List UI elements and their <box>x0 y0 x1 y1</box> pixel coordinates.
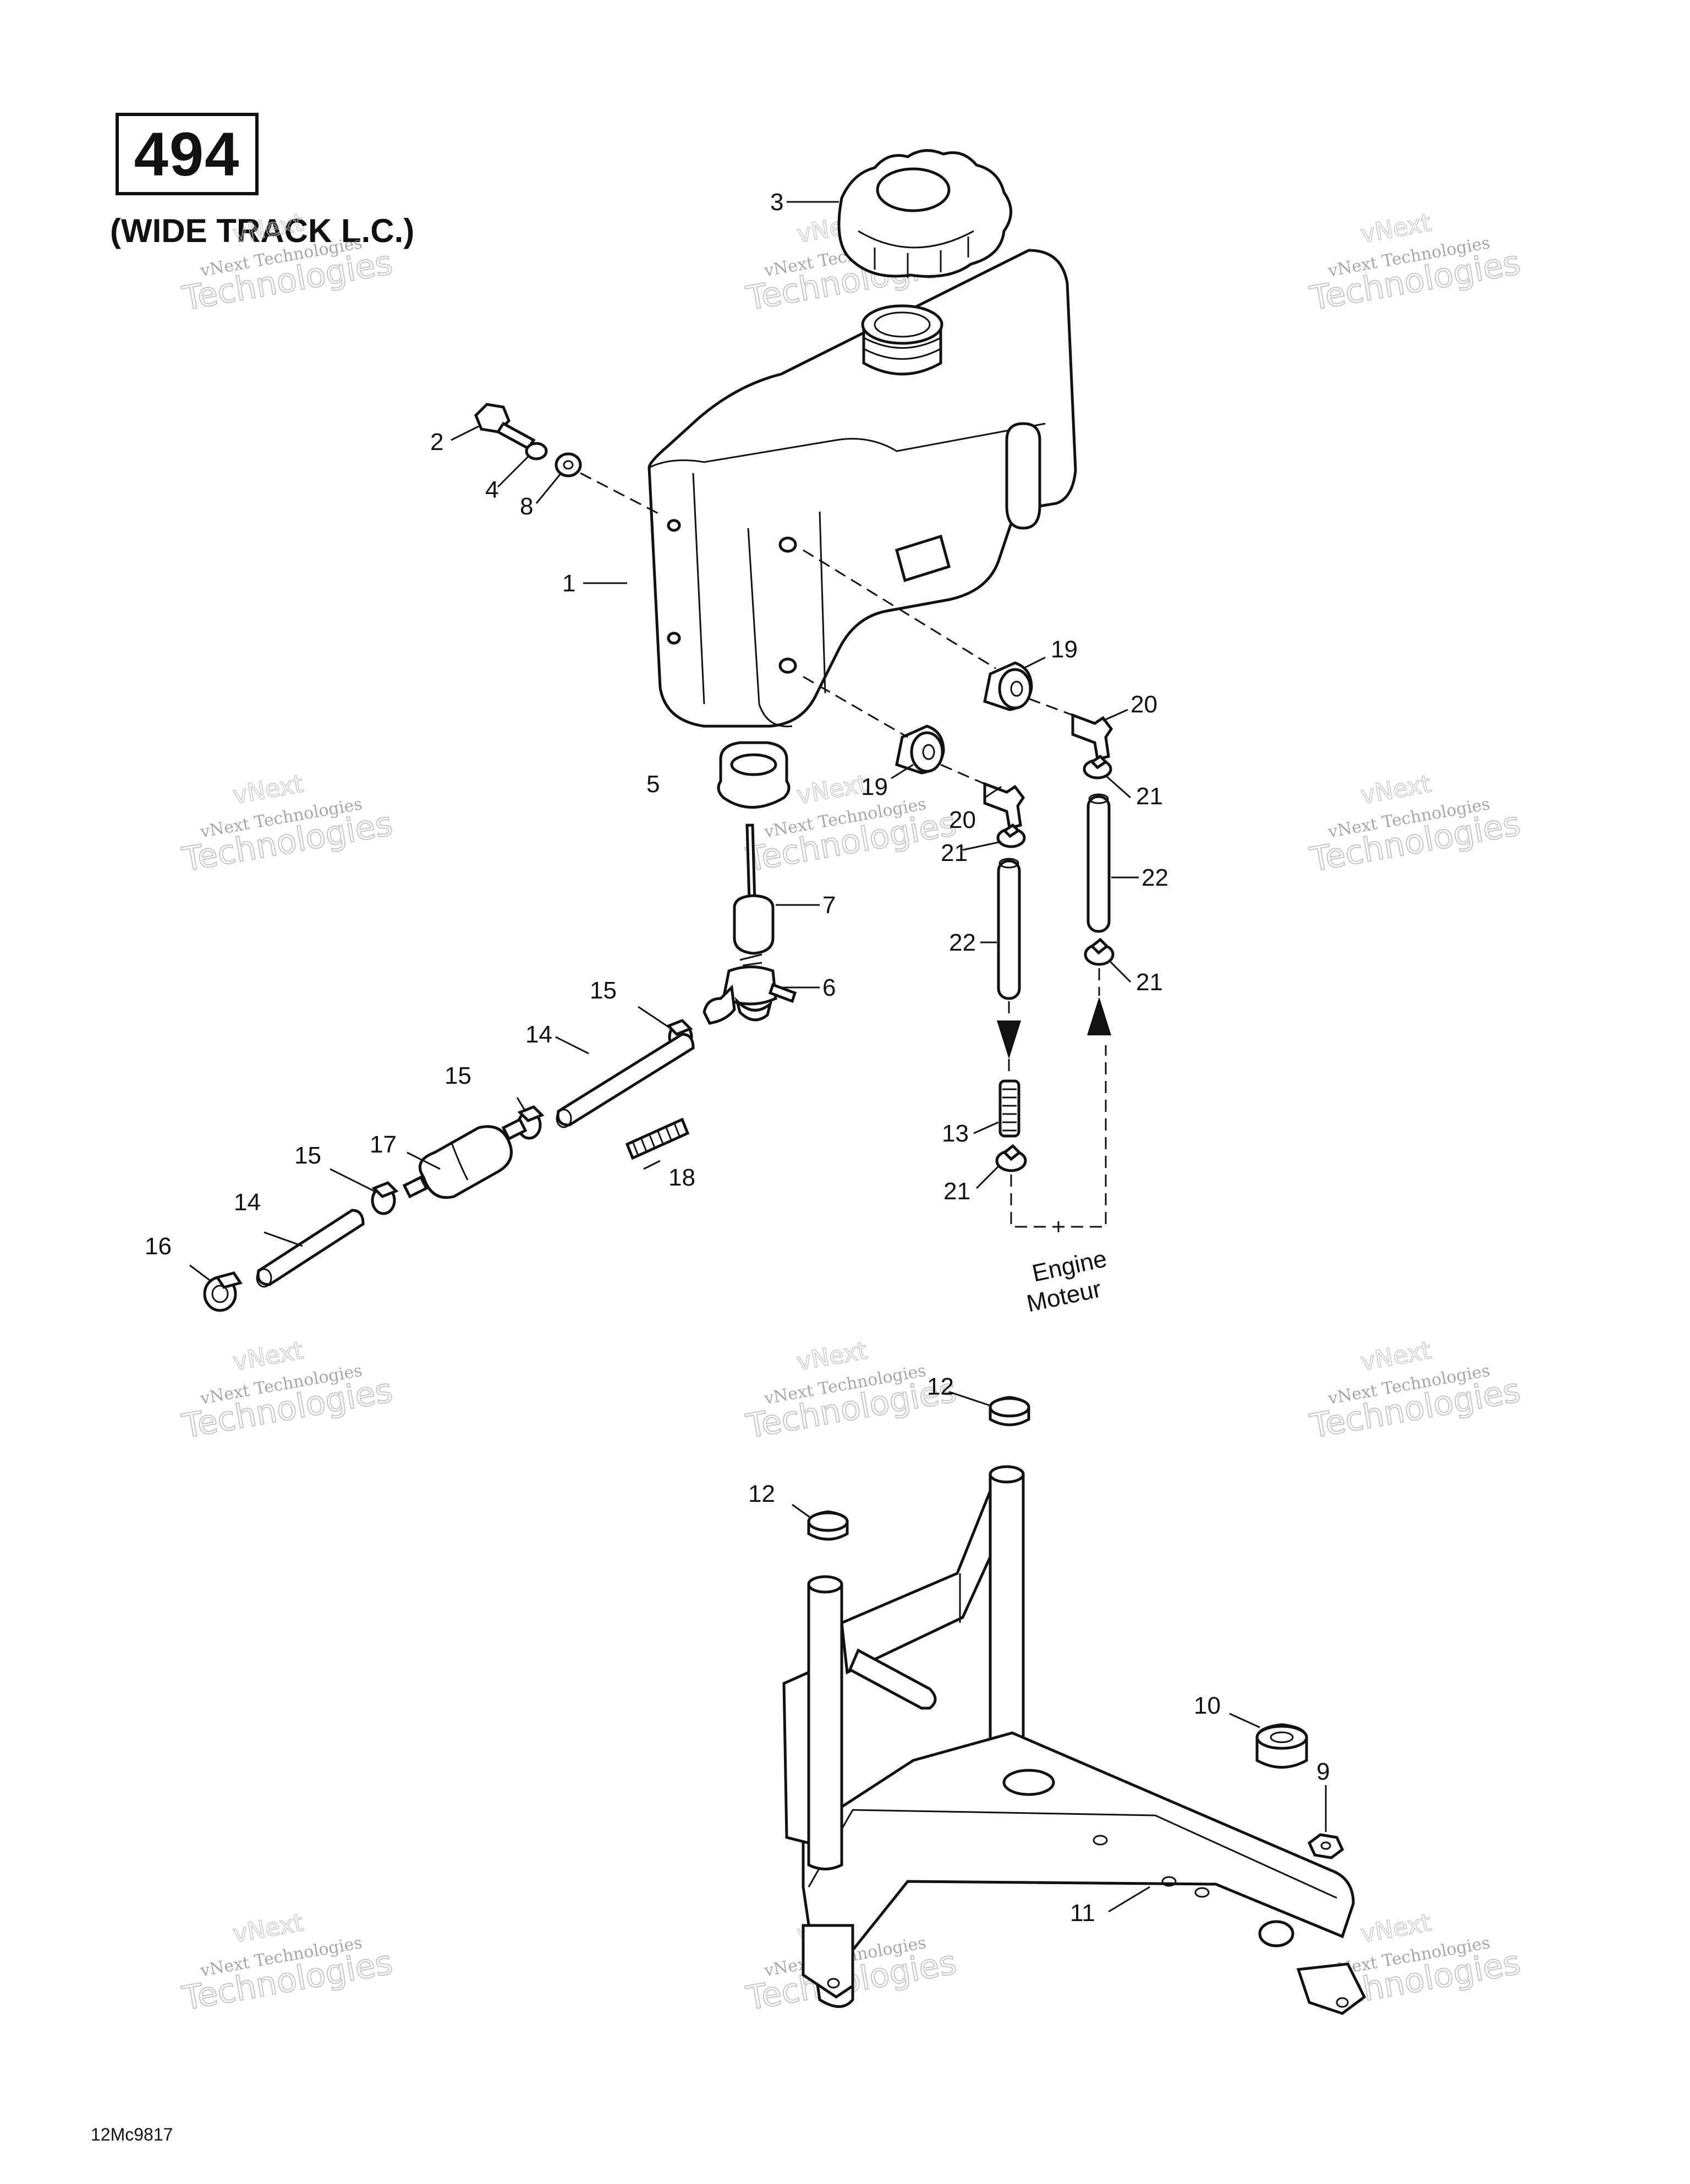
watermark: vNext vNext Technologies Technologies <box>1307 769 1524 880</box>
watermark: vNext vNext Technologies Technologies <box>179 769 396 880</box>
grommet-lower <box>895 725 945 775</box>
callout-6: 6 <box>822 974 836 1001</box>
spring <box>625 1117 690 1160</box>
callout-15-middle: 15 <box>445 1062 471 1089</box>
watermark: vNext vNext Technologies Technologies <box>743 1336 960 1446</box>
watermark: vNext vNext Technologies Technologies <box>1307 1336 1524 1446</box>
callout-1: 1 <box>562 570 575 597</box>
callout-7: 7 <box>822 892 836 919</box>
filler-cap <box>837 149 1012 278</box>
fuel-hose-upper <box>556 1033 695 1128</box>
model-name: (WIDE TRACK L.C.) <box>110 212 415 249</box>
grommet-upper <box>983 661 1033 711</box>
bolt-alignment-line <box>580 472 661 515</box>
clamp-bottom-middle <box>995 1144 1027 1172</box>
tank-bolt <box>474 403 536 451</box>
tube-cap-upper <box>989 1396 1030 1426</box>
callout-3: 3 <box>770 189 783 216</box>
callout-16: 16 <box>145 1233 172 1260</box>
engine-return-lines: Engine Moteur <box>1010 1045 1109 1318</box>
watermark: vNext vNext Technologies Technologies <box>1307 208 1524 319</box>
watermark-group: vNext vNext Technologies Technologies vN… <box>179 208 1524 2018</box>
check-valve <box>998 1079 1020 1138</box>
fuel-filter <box>402 1117 528 1199</box>
callout-11: 11 <box>1070 1900 1095 1927</box>
callout-2: 2 <box>430 429 443 456</box>
hose-right <box>1087 793 1111 933</box>
flow-arrow-up <box>1087 968 1111 1035</box>
svg-text:vNext: vNext <box>231 208 305 249</box>
svg-text:vNext: vNext <box>1359 208 1433 249</box>
tank-grommet <box>717 741 791 809</box>
drawing-code: 12Mc9817 <box>91 2125 173 2144</box>
pickup-filter <box>733 894 775 955</box>
svg-text:vNext: vNext <box>795 770 869 810</box>
flat-washer <box>555 452 582 478</box>
svg-text:vNext: vNext <box>231 1336 305 1376</box>
callout-22-right: 22 <box>1142 864 1168 891</box>
callout-9: 9 <box>1316 1758 1330 1785</box>
callout-8: 8 <box>520 493 533 520</box>
elbow-fitting-upper <box>1071 713 1113 761</box>
callout-20-lower: 20 <box>949 806 976 833</box>
model-number: 494 <box>134 119 240 189</box>
svg-text:vNext: vNext <box>1359 1908 1433 1949</box>
hose-clamp-3 <box>371 1181 399 1215</box>
elbow-alignment-lower <box>940 764 985 785</box>
callout-18: 18 <box>668 1164 695 1191</box>
lower-alignment-line <box>803 676 908 738</box>
callout-14-lower: 14 <box>234 1189 261 1216</box>
shut-off-valve <box>703 953 797 1025</box>
clamp-upper-middle <box>996 823 1026 848</box>
callout-12-upper: 12 <box>927 1373 954 1400</box>
svg-text:vNext: vNext <box>1359 1336 1433 1376</box>
tank-support-frame <box>782 1465 1367 2015</box>
watermark: vNext vNext Technologies Technologies <box>179 1908 396 2018</box>
oil-tank <box>648 249 1077 728</box>
callout-21-bottom-middle: 21 <box>943 1178 970 1205</box>
svg-text:vNext: vNext <box>795 1336 869 1376</box>
callout-22-middle: 22 <box>949 929 976 956</box>
callout-19-lower: 19 <box>861 773 888 800</box>
clamp-upper-right <box>1083 754 1112 780</box>
model-number-box: 494 <box>116 113 259 195</box>
callout-19-upper: 19 <box>1051 636 1078 663</box>
callout-21-upper-right: 21 <box>1136 783 1163 810</box>
callout-12-lower: 12 <box>748 1480 775 1507</box>
lock-washer <box>525 442 548 460</box>
callout-10: 10 <box>1194 1692 1221 1719</box>
svg-text:vNext: vNext <box>231 770 305 810</box>
support-grommet <box>1255 1723 1308 1769</box>
callout-20-upper: 20 <box>1131 691 1157 718</box>
callout-17: 17 <box>370 1131 397 1158</box>
upper-alignment-line <box>803 549 996 670</box>
clamp-lower-right <box>1084 937 1115 966</box>
callout-13: 13 <box>942 1120 969 1147</box>
elbow-alignment-upper <box>1028 698 1073 716</box>
fuel-hose-lower <box>256 1209 365 1288</box>
callout-labels: 3 2 4 8 1 19 20 5 19 20 21 21 22 22 21 1… <box>145 189 1330 1927</box>
watermark: vNext vNext Technologies Technologies <box>179 208 396 319</box>
fuel-pickup-line <box>745 824 756 904</box>
hose-middle <box>997 858 1021 1000</box>
callout-4: 4 <box>485 476 498 503</box>
callout-15-upper: 15 <box>590 977 617 1004</box>
svg-text:vNext: vNext <box>1359 770 1433 810</box>
elbow-fitting-lower <box>983 782 1025 830</box>
watermark: vNext vNext Technologies Technologies <box>179 1336 396 1446</box>
flow-arrow-down <box>997 1001 1021 1075</box>
tube-cap-lower <box>807 1510 849 1541</box>
callout-14-upper: 14 <box>525 1021 552 1048</box>
callout-5: 5 <box>646 771 660 798</box>
leader-lines <box>189 201 1327 1913</box>
callout-21-lower-right: 21 <box>1136 969 1163 996</box>
svg-text:vNext: vNext <box>231 1908 305 1949</box>
callout-15-lower: 15 <box>294 1142 321 1169</box>
hex-nut <box>1307 1833 1345 1859</box>
ear-clamp <box>203 1271 243 1312</box>
callout-21-upper-middle: 21 <box>941 839 968 866</box>
